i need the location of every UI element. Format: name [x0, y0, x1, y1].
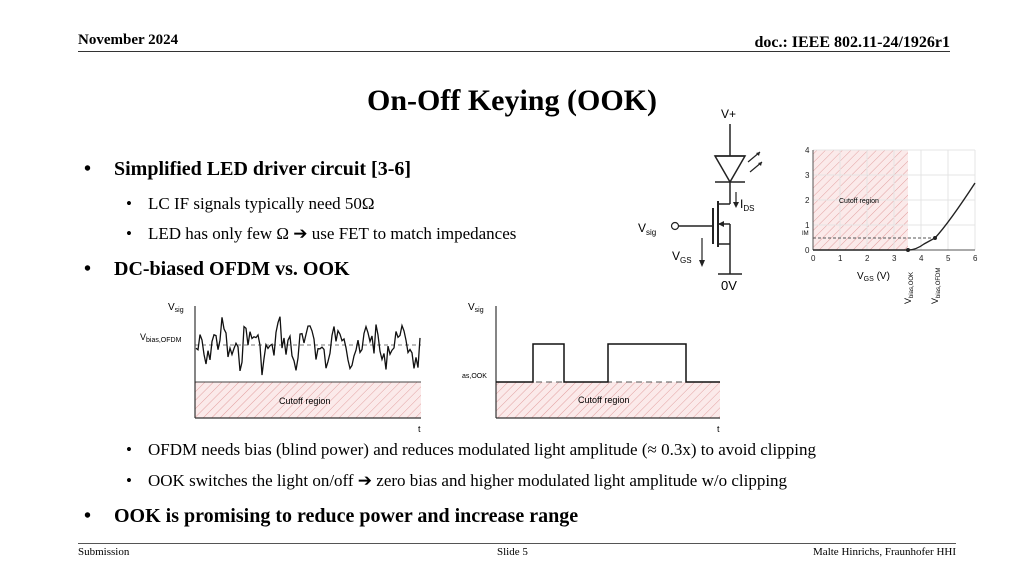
sub-bullet-ofdm-bias: •OFDM needs bias (blind power) and reduc…	[126, 440, 816, 459]
iv-xtick-1: 1	[838, 254, 843, 263]
footer-slide-number: Slide 5	[497, 546, 528, 558]
sub-bullet-ofdm-bias-text: OFDM needs bias (blind power) and reduce…	[148, 440, 816, 459]
ook-bias-label: as,OOK	[462, 373, 487, 380]
iv-vbias-ook-label: Vbias,OOK	[903, 272, 915, 304]
iv-xtick-6: 6	[973, 254, 978, 263]
ook-ylabel: Vsig	[468, 302, 484, 314]
iv-ook-bias-point	[906, 248, 910, 252]
ofdm-waveform-plot: Vsig Vbias,OFDM Cutoff region t	[140, 302, 421, 434]
bullet-led-driver: •Simplified LED driver circuit [3-6]	[84, 158, 412, 180]
ook-signal-trace	[496, 343, 720, 383]
ofdm-tlabel: t	[418, 424, 421, 434]
ook-waveform-plot: Vsig as,OOK Cutoff region t	[462, 302, 720, 434]
iv-region-label: Cutoff region	[839, 198, 879, 205]
sub-bullet-ook-switch-text: OOK switches the light on/off ➔ zero bia…	[148, 471, 788, 490]
iv-xlabel: VGS (V)	[857, 271, 890, 283]
iv-vbias-ofdm-label: Vbias,OFDM	[930, 268, 942, 304]
footer-submission: Submission	[78, 546, 130, 558]
header-date: November 2024	[78, 32, 179, 48]
sub-bullet-lc-if: •LC IF signals typically need 50Ω	[126, 194, 375, 213]
iv-xtick-2: 2	[865, 254, 870, 263]
ofdm-ylabel: Vsig	[168, 302, 184, 314]
signal-terminal-icon	[670, 221, 680, 231]
ook-tlabel: t	[717, 424, 720, 434]
iv-xtick-4: 4	[919, 254, 924, 263]
ofdm-bias-label: Vbias,OFDM	[140, 332, 182, 344]
ground-label: 0V	[721, 278, 737, 293]
ofdm-signal-trace	[195, 316, 421, 376]
ids-label: IDS	[740, 197, 754, 213]
bullet-ook-promising-text: OOK is promising to reduce power and inc…	[114, 505, 579, 527]
slide-title: On-Off Keying (OOK)	[367, 84, 657, 117]
footer-rule	[78, 543, 956, 544]
bullet-led-driver-text: Simplified LED driver circuit [3-6]	[114, 158, 412, 180]
led-diode-icon	[713, 155, 747, 184]
iv-ytick-3: 3	[805, 171, 810, 180]
header-doc: doc.: IEEE 802.11-24/1926r1	[754, 34, 950, 51]
iv-ytick-4: 4	[805, 146, 810, 155]
sub-bullet-lc-if-text: LC IF signals typically need 50Ω	[148, 194, 375, 213]
sub-bullet-ook-switch: •OOK switches the light on/off ➔ zero bi…	[126, 471, 788, 490]
bullet-ofdm-vs-ook-text: DC-biased OFDM vs. OOK	[114, 258, 350, 280]
ook-region-label: Cutoff region	[578, 395, 629, 405]
iv-xtick-3: 3	[892, 254, 897, 263]
header-rule	[78, 51, 950, 52]
iv-ytick-2: 2	[805, 196, 810, 205]
sub-bullet-fet-text: LED has only few Ω ➔ use FET to match im…	[148, 224, 517, 243]
iv-ytick-1: 1	[805, 221, 810, 230]
iv-y-marker: IM	[802, 231, 809, 237]
vsig-label: Vsig	[638, 221, 656, 237]
iv-ofdm-bias-point	[933, 236, 937, 240]
bullet-ook-promising: •OOK is promising to reduce power and in…	[84, 505, 579, 527]
ook-cutoff-region	[496, 382, 720, 418]
iv-xtick-0: 0	[811, 254, 816, 263]
bullet-ofdm-vs-ook: •DC-biased OFDM vs. OOK	[84, 258, 350, 280]
led-driver-circuit: V+ IDS Vsig VGS 0V	[638, 107, 763, 293]
sub-bullet-fet: •LED has only few Ω ➔ use FET to match i…	[126, 224, 517, 243]
iv-xtick-5: 5	[946, 254, 951, 263]
iv-characteristic-chart: Cutoff region IM 0 1 2 3 4 5 6 0 1 2 3 4…	[802, 146, 978, 304]
iv-curve	[813, 182, 976, 251]
ofdm-region-label: Cutoff region	[279, 396, 330, 406]
vplus-label: V+	[721, 107, 736, 121]
ofdm-cutoff-region	[195, 382, 421, 418]
vgs-label: VGS	[672, 249, 692, 265]
iv-ytick-0: 0	[805, 246, 810, 255]
footer-author: Malte Hinrichs, Fraunhofer HHI	[813, 546, 956, 558]
